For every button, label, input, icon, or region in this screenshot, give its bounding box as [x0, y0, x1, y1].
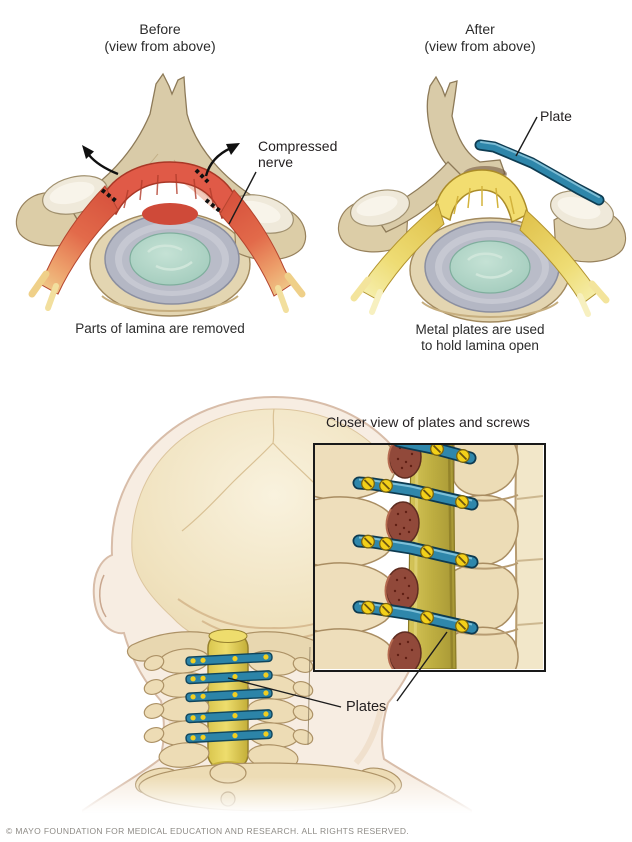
- before-caption: Parts of lamina are removed: [75, 321, 245, 336]
- before-panel-title: Before (view from above): [10, 21, 310, 55]
- before-vertebra-illustration: [15, 72, 307, 317]
- nerve-roots: [350, 203, 610, 317]
- after-caption: Metal plates are used to hold lamina ope…: [415, 322, 545, 353]
- after-panel-title: After (view from above): [330, 21, 630, 55]
- closer-view-inset: [313, 443, 546, 672]
- disc-nucleus: [449, 240, 531, 294]
- copyright-text: © MAYO FOUNDATION FOR MEDICAL EDUCATION …: [6, 826, 410, 836]
- open-direction-arrow-icons: [82, 143, 240, 177]
- compressed-spinal-cord: [99, 161, 241, 225]
- spinous-column: [515, 445, 543, 669]
- spinal-cord-canal: [207, 632, 249, 770]
- right-arrow-icon: [204, 146, 232, 177]
- left-ear: [99, 574, 107, 618]
- left-arrow-icon: [88, 154, 119, 176]
- disc-nucleus: [129, 232, 211, 286]
- plates-label: Plates: [346, 699, 387, 715]
- after-title-text: After: [465, 21, 495, 37]
- compressed-nerve-label: Compressed nerve: [258, 138, 338, 170]
- inset-plates: [352, 445, 479, 635]
- metal-plate: [474, 139, 605, 206]
- closer-view-illustration: [315, 445, 543, 669]
- closer-view-title: Closer view of plates and screws: [326, 414, 530, 430]
- intervertebral-disc: [104, 213, 240, 305]
- before-subtitle-text: (view from above): [104, 38, 216, 54]
- tilted-spinous-process: [426, 75, 506, 180]
- left-bone-stack: [315, 445, 397, 669]
- plate-label: Plate: [540, 108, 572, 124]
- before-title-text: Before: [139, 21, 181, 37]
- intervertebral-disc: [424, 221, 560, 313]
- after-subtitle-text: (view from above): [424, 38, 536, 54]
- after-vertebra-illustration: [337, 75, 627, 323]
- cut-line-dashes: [100, 168, 222, 213]
- lateral-masses: [350, 189, 614, 230]
